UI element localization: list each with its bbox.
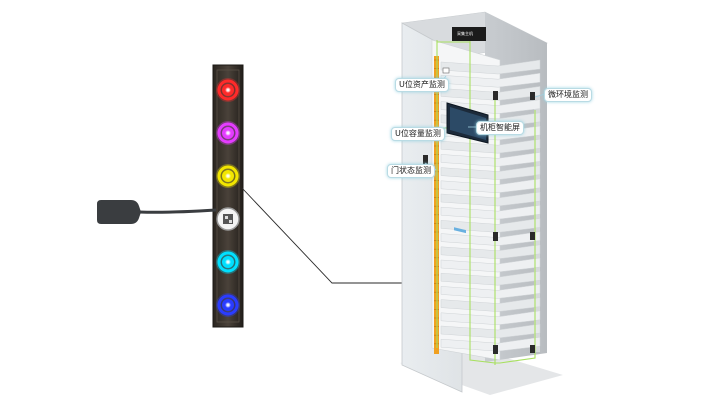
asset-tag-icon	[442, 67, 450, 74]
door-sensor-top	[493, 91, 498, 100]
callout-micro-environment: 微环境监测	[544, 88, 592, 102]
rack-slat	[440, 138, 541, 154]
rack-slat	[440, 257, 541, 273]
env-sensor-mid	[530, 232, 535, 240]
rack-slat	[440, 204, 541, 220]
rack-slat	[440, 191, 541, 207]
led-indicator	[216, 207, 240, 231]
led-indicator	[216, 78, 240, 102]
led-indicator	[216, 164, 240, 188]
rack-slat	[440, 152, 541, 167]
led-strip-body	[212, 64, 244, 328]
led-strip	[212, 64, 244, 328]
door-sensor-bottom	[493, 345, 498, 354]
door-sensor-mid	[493, 232, 498, 241]
led-strip-inner-frame	[216, 69, 240, 323]
rack-slat	[440, 59, 541, 75]
rack-slat	[440, 310, 541, 326]
rack-slat	[440, 284, 541, 299]
env-sensor-bottom	[530, 345, 535, 353]
sensor-tag-body	[97, 200, 141, 224]
rack-slat	[440, 244, 541, 260]
led-indicator	[216, 250, 240, 274]
rack-slat	[440, 297, 541, 312]
sensor-cable	[138, 208, 217, 214]
server-cabinet	[400, 11, 563, 395]
door-contact-sensor	[423, 155, 428, 164]
leader-line	[241, 187, 436, 284]
callout-door-status: 门状态监测	[387, 164, 435, 178]
led-indicator	[216, 121, 240, 145]
rack-slat	[440, 336, 541, 352]
rack-slat	[440, 178, 541, 194]
led-indicator	[216, 293, 240, 317]
rack-slat	[440, 218, 541, 233]
rack-slat	[440, 270, 541, 286]
collector-host-label: 采集主机	[455, 30, 475, 38]
callout-smart-screen: 机柜智能屏	[476, 121, 524, 135]
callout-u-asset-monitoring: U位资产监测	[395, 78, 449, 92]
env-sensor-top	[530, 92, 535, 100]
sensor-tag	[97, 200, 217, 224]
led-indicators	[216, 78, 240, 317]
rack-slat	[440, 323, 541, 339]
callout-u-capacity-monitoring: U位容量监测	[391, 127, 445, 141]
rack-slat	[440, 165, 541, 180]
